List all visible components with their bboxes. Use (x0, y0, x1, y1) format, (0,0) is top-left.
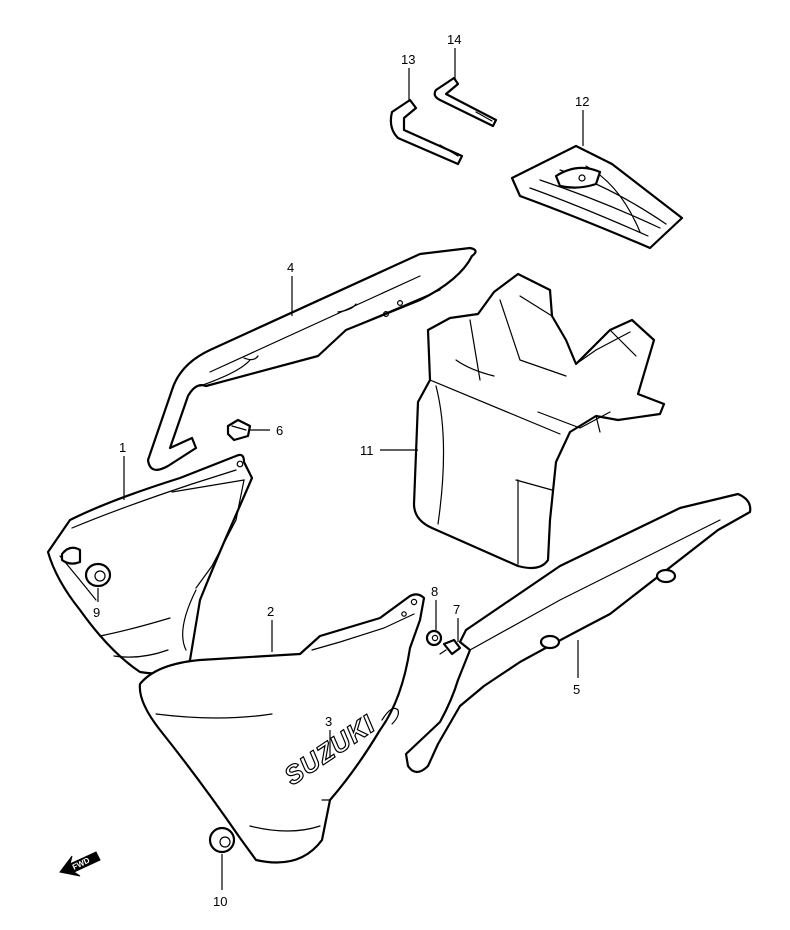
part-11-inner-fender (412, 272, 666, 570)
part-9-grommet (84, 562, 112, 588)
part-2-side-cover-front (138, 593, 426, 864)
callout-14: 14 (447, 32, 461, 47)
callout-7: 7 (453, 602, 460, 617)
callout-9: 9 (93, 605, 100, 620)
fwd-arrow-icon: FWD (59, 851, 101, 877)
part-14-hex-key (433, 76, 498, 128)
part-12-tool-bag (510, 144, 684, 250)
callout-11: 11 (360, 443, 374, 458)
part-13-hex-key (389, 98, 464, 166)
part-4-frame-cover-left (146, 246, 477, 471)
part-8-washer (425, 629, 443, 647)
part-5-frame-cover-right (404, 492, 752, 774)
callout-12: 12 (575, 94, 589, 109)
leader-lines (97, 48, 584, 890)
callout-5: 5 (573, 682, 580, 697)
callout-4: 4 (287, 260, 294, 275)
callout-labels: 1 2 3 4 5 6 7 8 9 10 11 12 13 14 (93, 32, 589, 909)
callout-13: 13 (401, 52, 415, 67)
fwd-label: FWD (71, 856, 92, 872)
callout-2: 2 (267, 604, 274, 619)
part-6-grommet (226, 418, 252, 442)
part-10-grommet (208, 826, 236, 854)
callout-10: 10 (213, 894, 227, 909)
callout-3: 3 (325, 714, 332, 729)
callout-6: 6 (276, 423, 283, 438)
part-1-side-cover (46, 453, 254, 675)
callout-1: 1 (119, 440, 126, 455)
callout-8: 8 (431, 584, 438, 599)
part-7-screw (439, 638, 462, 656)
